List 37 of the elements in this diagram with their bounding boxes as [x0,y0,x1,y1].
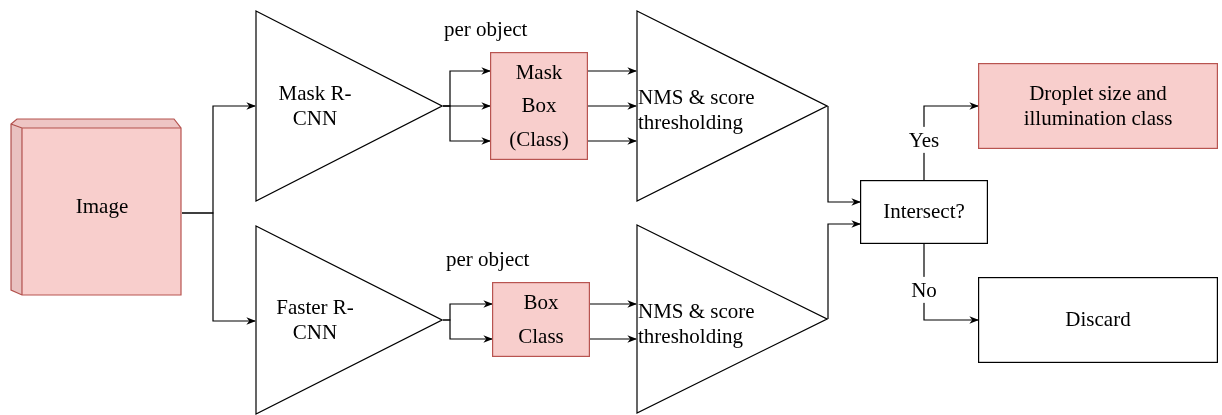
process-box [860,180,988,244]
arrow [587,67,637,75]
arrow [827,105,861,206]
arrow [589,300,637,308]
triangle-block [255,10,443,202]
edge-label: No [909,276,939,304]
node-label: NMS & score thresholding [638,84,756,136]
arrow [587,102,637,110]
node-label: NMS & score thresholding [638,298,756,350]
triangle-block [636,224,828,414]
node-label: Mask R-CNN [277,80,353,132]
arrow [587,137,637,145]
node-label: Droplet size and illumination class [1022,80,1174,132]
arrow [442,105,491,145]
arrow [442,319,493,343]
process-box [978,63,1218,149]
triangle-block [636,10,828,202]
process-box [978,277,1218,363]
arrow [827,220,861,320]
node-label: Class [518,323,564,349]
process-box [490,52,588,160]
node-label: Intersect? [883,199,965,225]
node-caption: per object [444,16,528,43]
image-cube [10,118,182,296]
node-label: Faster R-CNN [275,294,355,346]
node-label: Image [75,194,129,220]
arrow [589,335,637,343]
edge-label: Yes [906,126,942,154]
triangle-block [255,225,443,415]
node-label: Discard [1065,307,1131,333]
node-label: Box [523,290,559,316]
arrow [181,212,256,325]
node-label: Mask [515,60,563,86]
process-box [492,282,590,357]
node-label: (Class) [509,126,569,152]
node-label: Box [521,93,557,119]
node-caption: per object [446,246,530,273]
